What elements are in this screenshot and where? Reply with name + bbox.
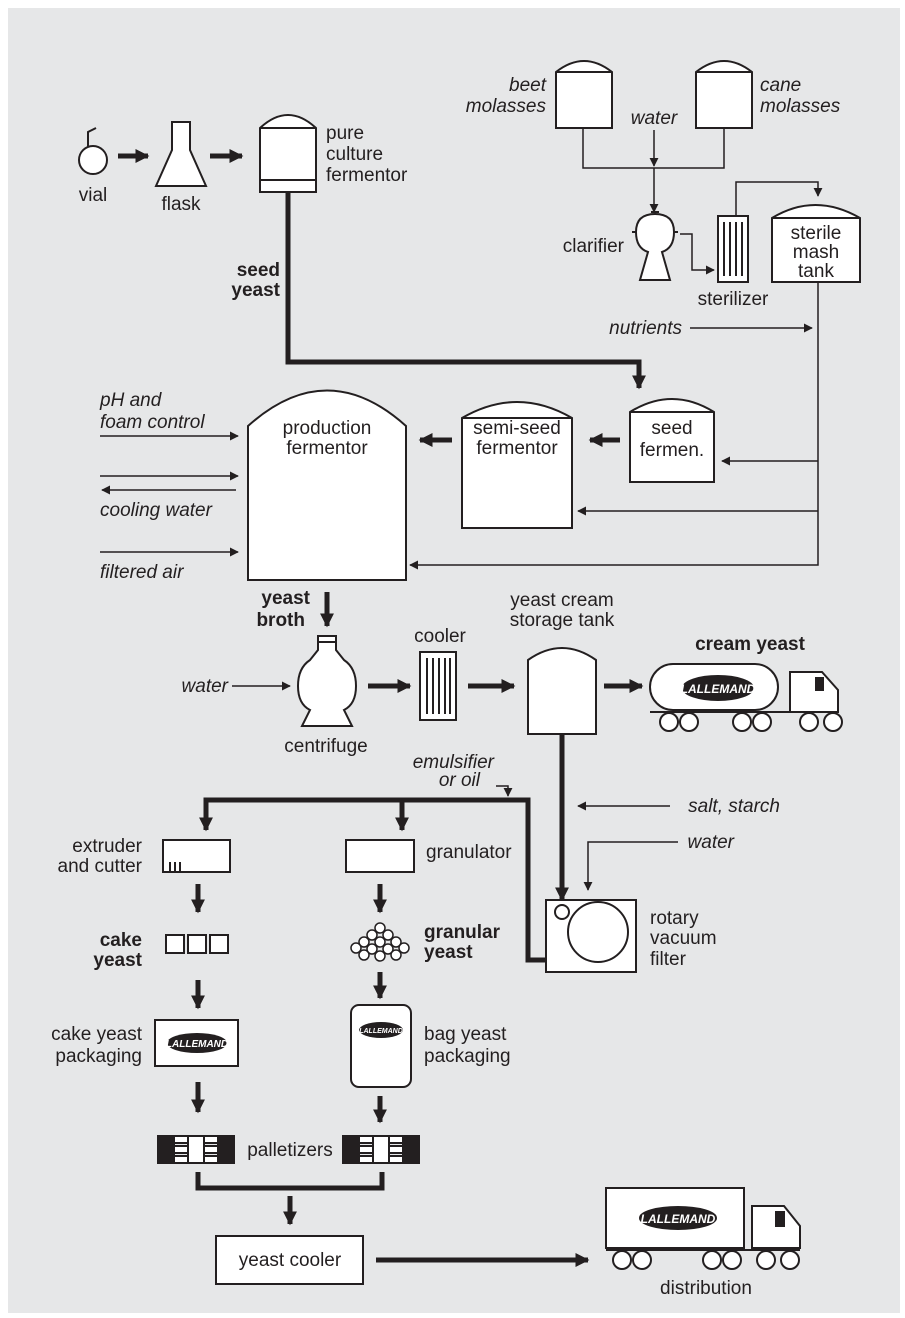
label-sterilizer: sterilizer — [698, 289, 769, 310]
label-sterile-2: mash — [793, 242, 839, 263]
clarifier-icon — [632, 211, 678, 281]
label-pure-culture-3: fermentor — [326, 165, 408, 186]
yeast-cooler-box — [215, 1235, 364, 1285]
logo-truck-cream: LALLEMAND — [681, 682, 756, 696]
label-bag-packaging-2: packaging — [424, 1046, 511, 1067]
label-salt-starch: salt, starch — [688, 796, 780, 817]
label-seed-yeast-1: seed — [237, 260, 280, 281]
vial-icon — [78, 127, 108, 175]
label-water-filter: water — [688, 832, 735, 853]
label-production-1: production — [283, 418, 372, 439]
label-yeast-broth-1: yeast — [261, 588, 310, 609]
sterilizer-icon — [717, 215, 749, 283]
distribution-truck-icon — [605, 1187, 801, 1270]
cream-yeast-truck-icon — [649, 663, 843, 732]
label-filtered-air: filtered air — [100, 562, 184, 583]
sterile-mash-tank — [771, 204, 861, 283]
cake-yeast-blocks-icon — [165, 934, 229, 954]
label-nutrients: nutrients — [609, 318, 682, 339]
label-ph-1: pH and — [99, 390, 163, 411]
label-beet-1: beet — [509, 75, 547, 96]
label-cake-packaging-1: cake yeast — [51, 1024, 143, 1045]
flask-icon — [154, 121, 208, 187]
logo-truck-distribution: LALLEMAND — [641, 1212, 716, 1226]
label-seed-fermen-2: fermen. — [640, 440, 704, 461]
pure-culture-fermentor-tank — [259, 114, 317, 193]
seed-yeast-pipe — [285, 193, 646, 390]
label-production-2: fermentor — [286, 438, 368, 459]
granular-yeast-icon — [350, 922, 410, 962]
label-distribution: distribution — [660, 1278, 752, 1299]
extruder-icon — [162, 839, 231, 873]
label-cream-yeast: cream yeast — [695, 634, 806, 655]
label-sterile-3: tank — [798, 261, 834, 282]
cooler-icon — [419, 651, 457, 721]
seed-fermentor — [629, 398, 715, 483]
beet-molasses-tank — [555, 60, 613, 129]
palletizer-right-icon — [342, 1135, 420, 1164]
label-granulator: granulator — [426, 842, 512, 863]
label-cake-yeast-2: yeast — [93, 950, 142, 971]
label-semi-seed-1: semi-seed — [473, 418, 561, 439]
label-yeast-broth-2: broth — [256, 610, 305, 631]
label-rotary-1: rotary — [650, 908, 699, 929]
label-beet-2: molasses — [466, 96, 547, 117]
label-cream-storage-1: yeast cream — [510, 590, 613, 611]
logo-cake-pack: LALLEMAND — [166, 1039, 228, 1050]
granulator-icon — [345, 839, 415, 873]
label-flask: flask — [161, 194, 201, 215]
label-vial: vial — [79, 185, 108, 206]
label-emulsifier-2: or oil — [439, 770, 481, 791]
label-seed-fermen-1: seed — [651, 418, 692, 439]
logo-bag-pack: LALLEMAND — [359, 1028, 403, 1035]
label-clarifier: clarifier — [563, 236, 625, 257]
label-pure-culture-2: culture — [326, 144, 383, 165]
label-cooler: cooler — [414, 626, 466, 647]
bag-packaging-icon — [350, 1004, 412, 1088]
label-yeast-cooler: yeast cooler — [239, 1250, 342, 1271]
label-cake-yeast-1: cake — [100, 930, 142, 951]
label-seed-yeast-2: yeast — [231, 280, 280, 301]
label-pure-culture-1: pure — [326, 123, 364, 144]
filtered-yeast-pipe — [199, 797, 546, 963]
label-ph-2: foam control — [100, 412, 205, 433]
label-centrifuge: centrifuge — [284, 736, 367, 757]
label-cane-2: molasses — [760, 96, 841, 117]
yeast-cream-storage-tank — [527, 647, 597, 735]
label-cream-storage-2: storage tank — [510, 610, 615, 631]
label-granular-yeast-1: granular — [424, 922, 501, 943]
palletizer-left-icon — [157, 1135, 235, 1164]
label-granular-yeast-2: yeast — [424, 942, 473, 963]
label-bag-packaging-1: bag yeast — [424, 1024, 507, 1045]
label-rotary-3: filter — [650, 949, 687, 970]
label-extruder-1: extruder — [72, 836, 142, 857]
label-emulsifier-1: emulsifier — [413, 752, 495, 773]
cane-molasses-tank — [695, 60, 753, 129]
label-water-top: water — [631, 108, 678, 129]
rotary-vacuum-filter-icon — [545, 899, 637, 973]
production-fermentor — [247, 389, 407, 581]
label-sterile-1: sterile — [791, 223, 842, 244]
mash-distribution-line — [409, 283, 819, 570]
label-semi-seed-2: fermentor — [476, 438, 558, 459]
label-cake-packaging-2: packaging — [55, 1046, 142, 1067]
label-rotary-2: vacuum — [650, 928, 717, 949]
label-water-centrifuge: water — [182, 676, 229, 697]
label-extruder-2: and cutter — [58, 856, 143, 877]
semi-seed-fermentor — [461, 401, 573, 529]
centrifuge-icon — [296, 635, 358, 727]
label-cooling-water: cooling water — [100, 500, 213, 521]
label-palletizers: palletizers — [247, 1140, 333, 1161]
label-cane-1: cane — [760, 75, 801, 96]
